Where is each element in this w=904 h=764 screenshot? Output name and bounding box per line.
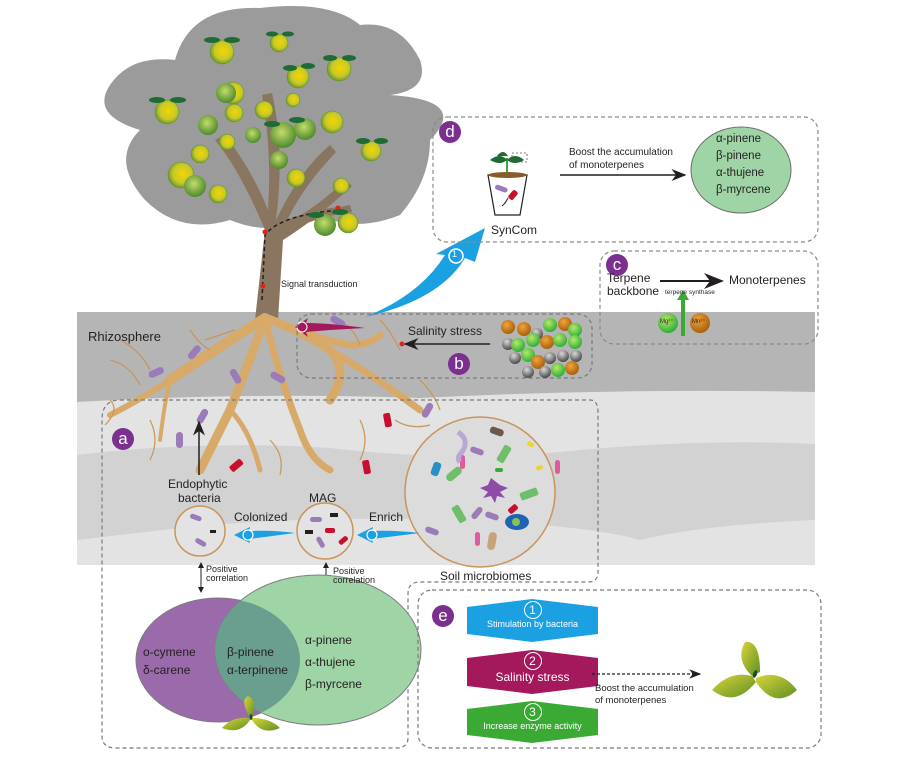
- compound-3: α-thujene: [716, 167, 765, 179]
- colonized-arrow: [234, 527, 295, 543]
- venn-left-item-2: δ-carene: [143, 663, 191, 677]
- panel-d-arrow-label-2: of monoterpenes: [569, 160, 645, 171]
- factor-1: 1 Stimulation by bacteria: [467, 601, 598, 629]
- panel-d-badge: d: [439, 121, 461, 143]
- mn-ion-label: Mn²⁺: [692, 319, 706, 325]
- compound-2: β-pinene: [716, 150, 761, 162]
- correlation-label-left-2: correlation: [206, 573, 249, 583]
- colonized-label: Colonized: [234, 510, 288, 524]
- root-bacteria: [148, 315, 434, 475]
- mn-ion: [690, 313, 710, 333]
- factor-hex-3: [467, 701, 598, 743]
- circle-bacteria: [190, 426, 560, 550]
- terpene-backbone-label-1: Terpene: [607, 271, 651, 285]
- correlation-label-right-2: correlation: [333, 575, 376, 585]
- outcome-label-1: Boost the accumulation: [595, 683, 694, 694]
- panel-e-frame: [417, 589, 822, 749]
- rhizosphere-label: Rhizosphere: [88, 329, 161, 344]
- factor-2: 2 Salinity stress: [467, 652, 598, 684]
- venn-overlap-item-1: β-pinene: [227, 645, 274, 659]
- syncom-pot: [487, 152, 528, 216]
- mg-ion: [658, 313, 678, 333]
- venn-diagram: [135, 574, 422, 726]
- compound-4: β-myrcene: [716, 184, 771, 196]
- correlation-label-right-1: Positive: [333, 566, 365, 576]
- factor-1-label: Stimulation by bacteria: [486, 619, 579, 629]
- terpene-synthase-label: terpene synthase: [665, 289, 715, 296]
- panel-a-badge: a: [112, 428, 134, 450]
- venn-right-item-3: β-myrcene: [305, 677, 362, 691]
- roots: [107, 313, 424, 475]
- endophytic-label-2: bacteria: [178, 491, 221, 505]
- venn-left-item-1: o-cymene: [143, 645, 196, 659]
- mg-ion-label: Mg²⁺: [660, 319, 674, 325]
- factor-3-label: Increase enzyme activity: [483, 721, 582, 731]
- step-1-number-d: 1: [452, 249, 458, 259]
- salinity-stress-label: Salinity stress: [408, 324, 483, 338]
- signal-markers: [260, 205, 341, 289]
- panel-c-frame: [599, 250, 819, 345]
- factor-hex-2: [467, 650, 598, 694]
- factor-hex-1: [467, 599, 598, 642]
- compound-1: α-pinene: [716, 133, 762, 145]
- mag-label: MAG: [309, 491, 337, 505]
- endophytic-bacteria-circle: [174, 505, 226, 557]
- factor-3-number: 3: [523, 703, 542, 721]
- panel-e-badge: e: [432, 605, 454, 627]
- venn-overlap: [215, 598, 300, 722]
- soil-microbiomes-label: Soil microbiomes: [440, 569, 532, 583]
- syncom-arrow: [365, 228, 485, 317]
- terpene-backbone-label-2: backbone: [607, 284, 660, 298]
- root-hairs: [104, 319, 441, 476]
- seedling-e: [712, 641, 797, 699]
- panel-d-frame: [432, 116, 819, 243]
- outcome-label-2: of monoterpenes: [595, 695, 667, 706]
- panel-c-badge: c: [606, 254, 628, 276]
- ion-cluster: [501, 317, 582, 378]
- panel-c-up-arrow: [677, 290, 689, 336]
- correlation-label-left-1: Positive: [206, 564, 238, 574]
- endophytic-label-1: Endophytic: [168, 477, 228, 491]
- tree-trunk: [215, 93, 352, 320]
- panel-d-compounds-ellipse: [690, 126, 792, 214]
- enrich-arrow: [357, 527, 420, 543]
- venn-overlap-item-2: α-terpinene: [227, 663, 288, 677]
- salinity-response-arrow: [295, 318, 365, 337]
- syncom-label: SynCom: [491, 223, 538, 237]
- enrich-label: Enrich: [369, 510, 404, 524]
- panel-d-arrow-label-1: Boost the accumulation: [569, 147, 673, 158]
- factor-1-number: 1: [523, 601, 542, 619]
- factor-2-label: Salinity stress: [495, 670, 570, 684]
- venn-right-item-1: α-pinene: [305, 633, 352, 647]
- venn-right-item-2: α-thujene: [305, 655, 356, 669]
- factor-3: 3 Increase enzyme activity: [467, 703, 598, 731]
- monoterpenes-label: Monoterpenes: [729, 273, 806, 287]
- panel-b-frame: [296, 313, 593, 379]
- panel-b-badge: b: [448, 353, 470, 375]
- factor-2-number: 2: [523, 652, 542, 670]
- seedling-a: [222, 696, 280, 731]
- panel-a-frame: [101, 399, 599, 749]
- fruits: [149, 31, 388, 236]
- signal-transduction-label: Signal transduction: [281, 279, 358, 289]
